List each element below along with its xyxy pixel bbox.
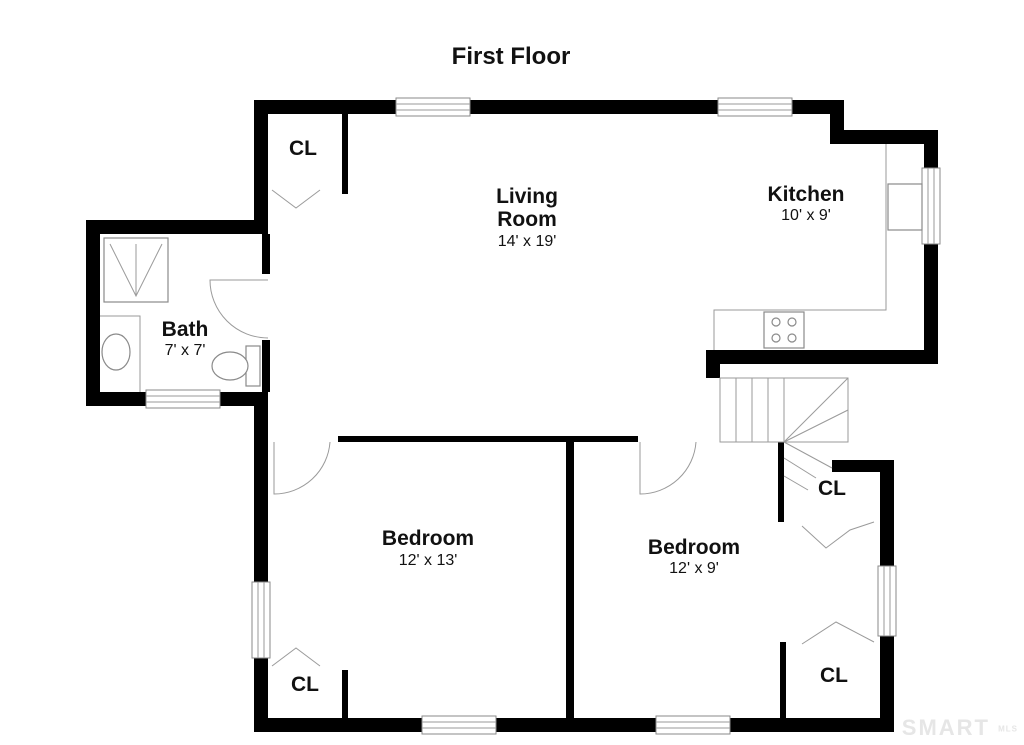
stove-icon bbox=[763, 311, 805, 349]
kitchen-sink-icon bbox=[887, 183, 923, 231]
svg-text:Living: Living bbox=[496, 185, 558, 208]
bedroom-right-label: Bedroom 12' x 9' bbox=[648, 536, 740, 577]
svg-text:Bedroom: Bedroom bbox=[648, 536, 740, 559]
kitchen-fixtures bbox=[713, 144, 923, 350]
svg-text:7' x 7': 7' x 7' bbox=[165, 342, 206, 359]
svg-text:Bath: Bath bbox=[162, 318, 209, 341]
bath-label: Bath 7' x 7' bbox=[162, 318, 209, 359]
walls bbox=[86, 100, 938, 732]
bedroom-left-label: Bedroom 12' x 13' bbox=[382, 527, 474, 569]
closet-label-right-upper: CL bbox=[818, 477, 846, 500]
toilet-icon bbox=[211, 351, 249, 381]
living-room-label: Living Room 14' x 19' bbox=[496, 185, 558, 250]
svg-text:10' x 9': 10' x 9' bbox=[781, 207, 831, 224]
svg-text:12' x 13': 12' x 13' bbox=[399, 552, 458, 569]
watermark-small-text: MLS bbox=[998, 724, 1018, 734]
smart-mls-watermark: SMART MLS bbox=[902, 715, 1018, 741]
closet-label-top-left: CL bbox=[289, 137, 317, 160]
svg-text:Kitchen: Kitchen bbox=[767, 183, 844, 206]
floor-title: First Floor bbox=[452, 43, 571, 70]
sink-icon bbox=[101, 333, 131, 371]
svg-text:12' x 9': 12' x 9' bbox=[669, 560, 719, 577]
watermark-main-text: SMART bbox=[901, 715, 990, 740]
closet-label-right-lower: CL bbox=[820, 664, 848, 687]
stairs-icon bbox=[719, 377, 849, 491]
closet-label-bottom-left: CL bbox=[291, 673, 319, 696]
kitchen-label: Kitchen 10' x 9' bbox=[767, 183, 844, 224]
bath-fixtures bbox=[100, 237, 261, 392]
svg-text:14' x 19': 14' x 19' bbox=[498, 233, 557, 250]
svg-text:Bedroom: Bedroom bbox=[382, 527, 474, 550]
svg-text:Room: Room bbox=[497, 208, 557, 231]
doors bbox=[209, 189, 875, 667]
